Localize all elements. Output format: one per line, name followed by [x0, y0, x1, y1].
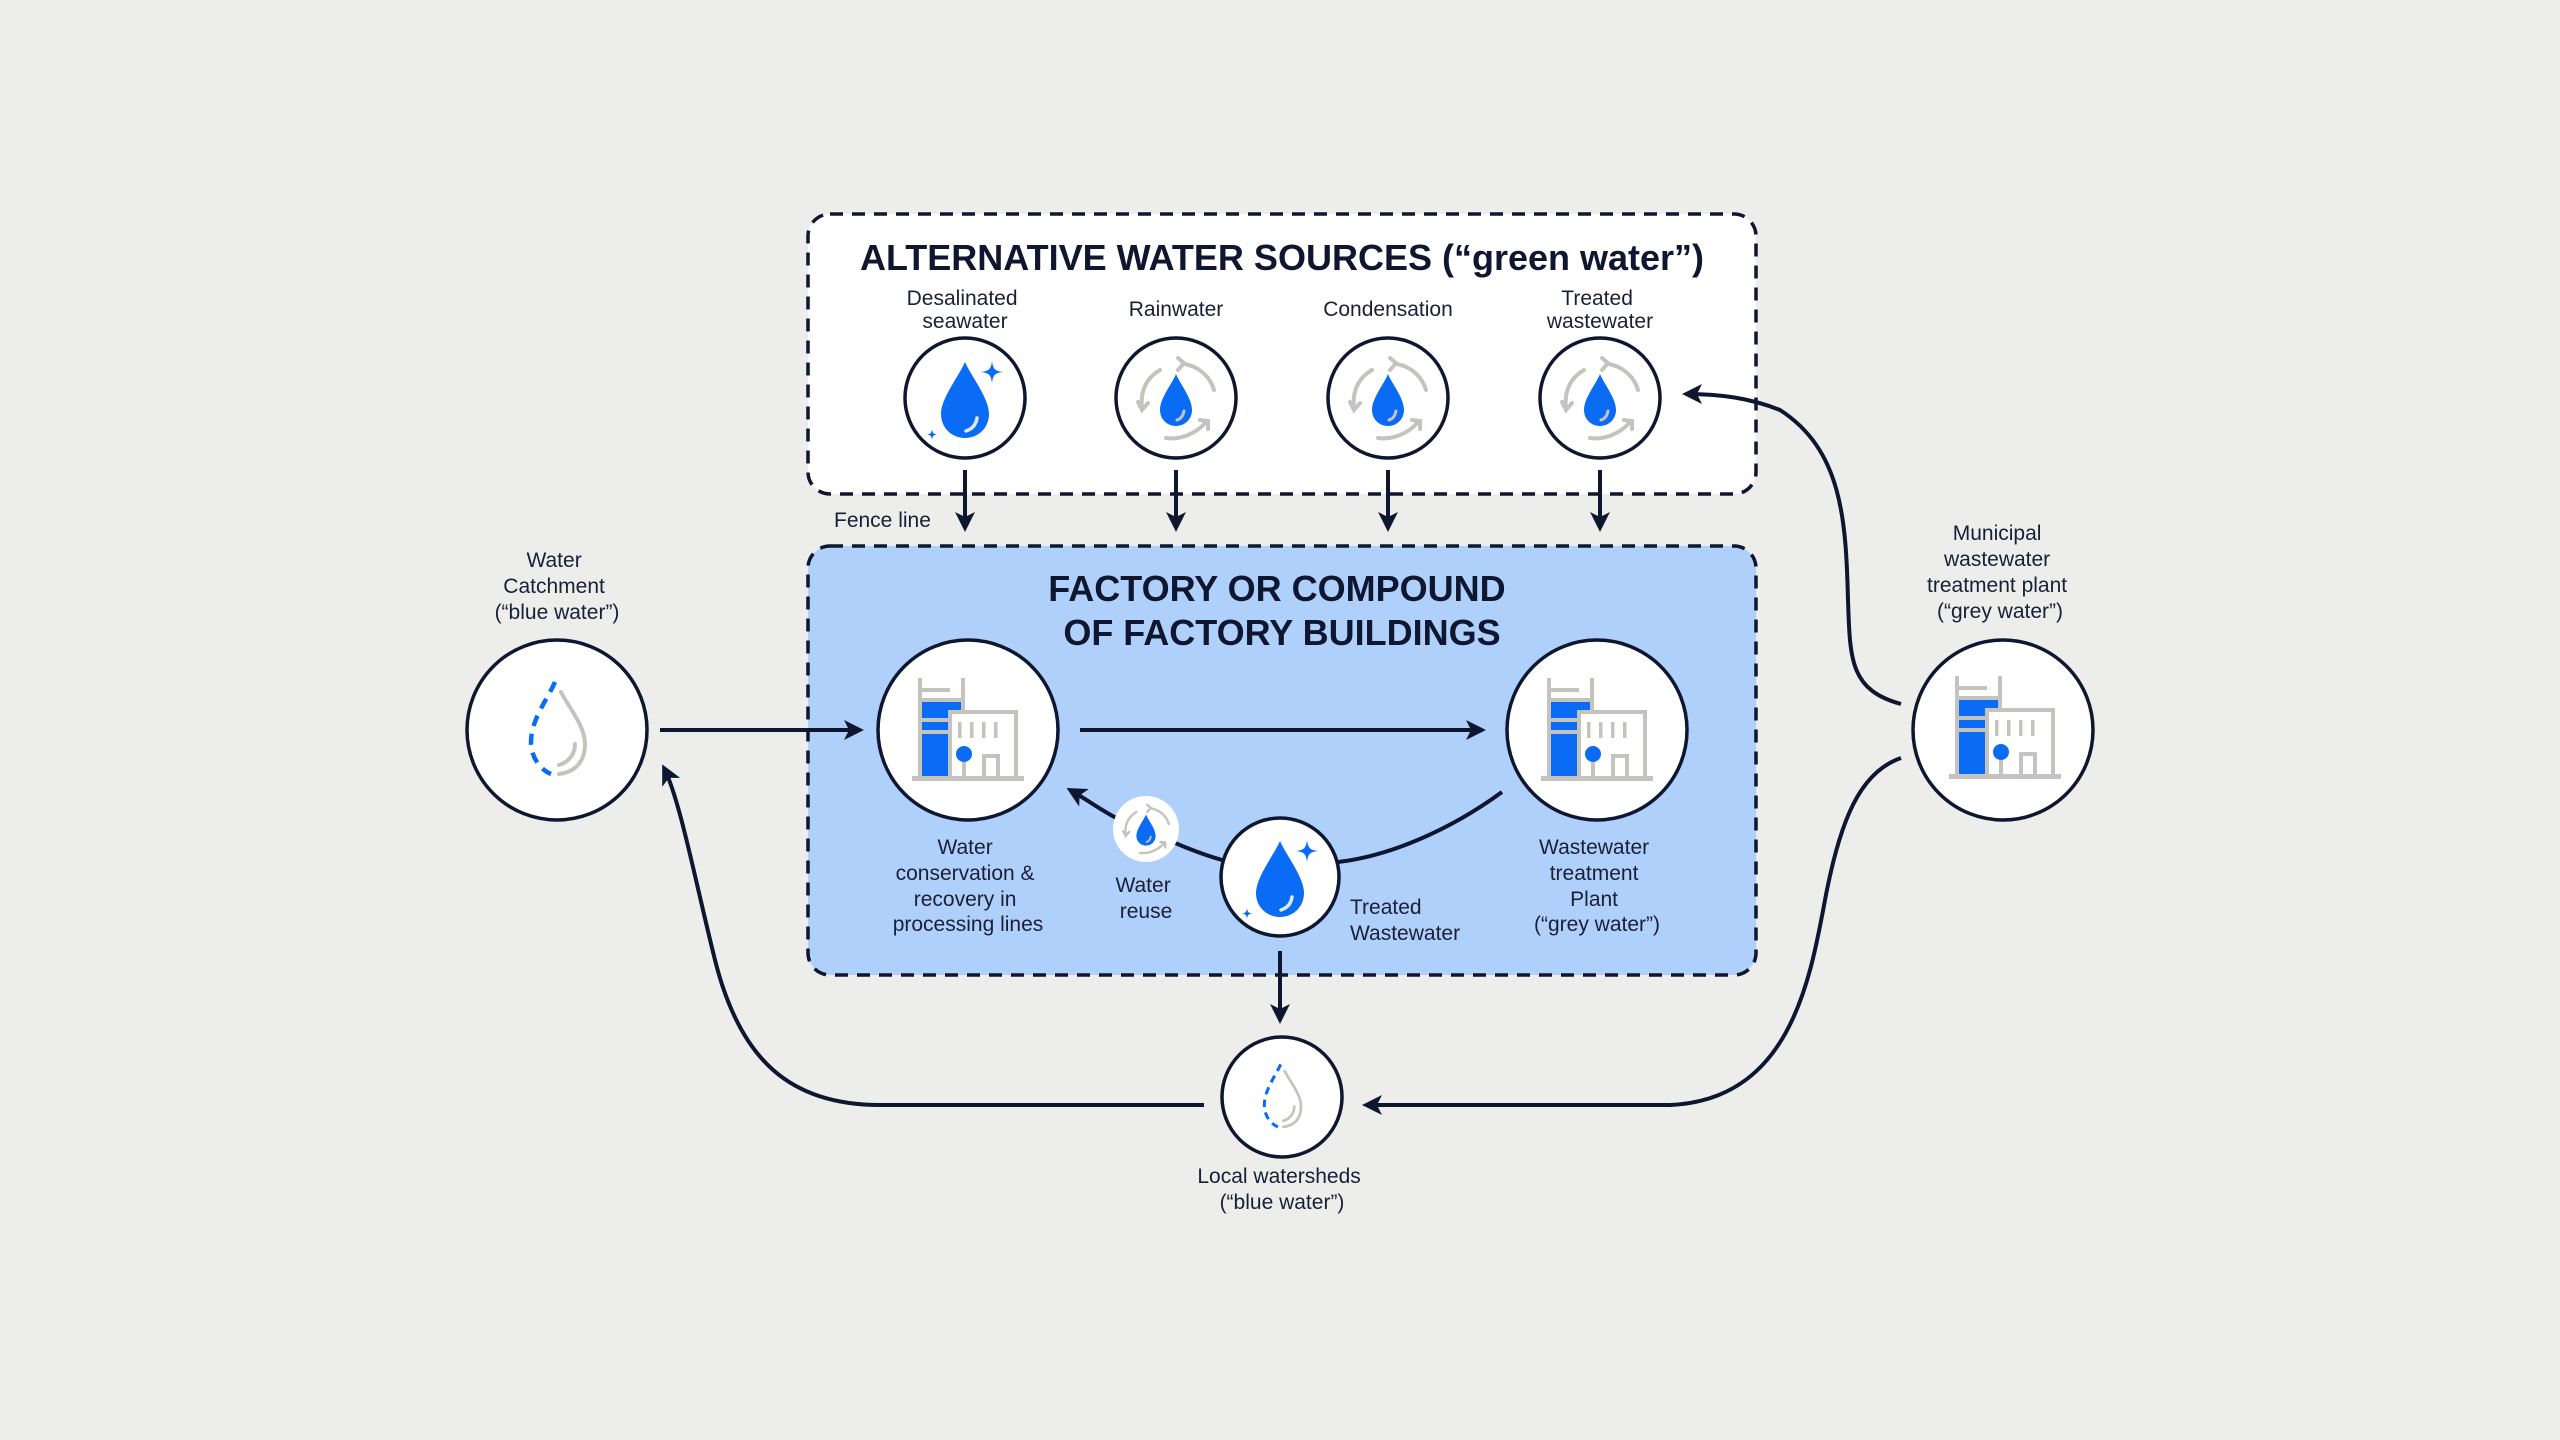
node-label: Municipal wastewater treatment plant (“g… [1927, 522, 2073, 623]
factory-compound-group: FACTORY OR COMPOUND OF FACTORY BUILDINGS… [806, 544, 1758, 977]
arrow-watersheds-to-catchment [662, 764, 1204, 1107]
node-wastewater-treatment-plant[interactable]: Wastewater treatment Plant (“grey water”… [1505, 638, 1689, 936]
source-label: Desalinated seawater [907, 287, 1024, 333]
node-local-watersheds[interactable]: Local watersheds (“blue water”) [1197, 1035, 1366, 1214]
node-water-catchment[interactable]: Water Catchment (“blue water”) [465, 549, 649, 822]
flow-treatment-to-treated-water [1337, 790, 1504, 864]
fence-line-label: Fence line [834, 509, 931, 532]
node-label: Water conservation & recovery in process… [893, 836, 1044, 936]
node-circle [1911, 638, 2095, 822]
node-municipal-wastewater-plant[interactable]: Municipal wastewater treatment plant (“g… [1911, 522, 2095, 822]
node-label: Water Catchment (“blue water”) [495, 549, 620, 624]
source-label: Rainwater [1129, 298, 1224, 321]
node-circle [1505, 638, 1689, 822]
source-treated-wastewater[interactable]: Treated wastewater [1538, 287, 1662, 460]
arrow-municipal-to-treated-source [1682, 384, 1902, 706]
node-label: Treated Wastewater [1350, 896, 1460, 945]
arrow-municipal-to-watersheds [1362, 756, 1902, 1115]
alternative-sources-box [806, 212, 1758, 496]
source-label: Condensation [1323, 298, 1453, 321]
node-water-conservation[interactable]: Water conservation & recovery in process… [876, 638, 1060, 936]
node-label: Water reuse [1115, 874, 1176, 923]
source-to-factory-arrows [955, 470, 1610, 532]
alternative-water-sources-group: ALTERNATIVE WATER SOURCES (“green water”… [806, 212, 1758, 496]
node-circle [465, 638, 649, 822]
node-circle [1220, 1035, 1344, 1159]
source-rainwater[interactable]: Rainwater [1114, 298, 1238, 460]
node-circle [876, 638, 1060, 822]
source-label: Treated wastewater [1546, 287, 1653, 333]
node-label: Wastewater treatment Plant (“grey water”… [1534, 836, 1660, 936]
alternative-sources-title: ALTERNATIVE WATER SOURCES (“green water”… [860, 237, 1704, 278]
source-condensation[interactable]: Condensation [1323, 298, 1453, 460]
node-water-reuse[interactable]: Water reuse [1113, 796, 1179, 923]
node-label: Local watersheds (“blue water”) [1197, 1165, 1366, 1214]
source-desalinated-seawater[interactable]: Desalinated seawater [903, 287, 1027, 460]
node-treated-wastewater[interactable]: Treated Wastewater [1219, 816, 1460, 945]
factory-title: FACTORY OR COMPOUND OF FACTORY BUILDINGS [1048, 568, 1515, 653]
